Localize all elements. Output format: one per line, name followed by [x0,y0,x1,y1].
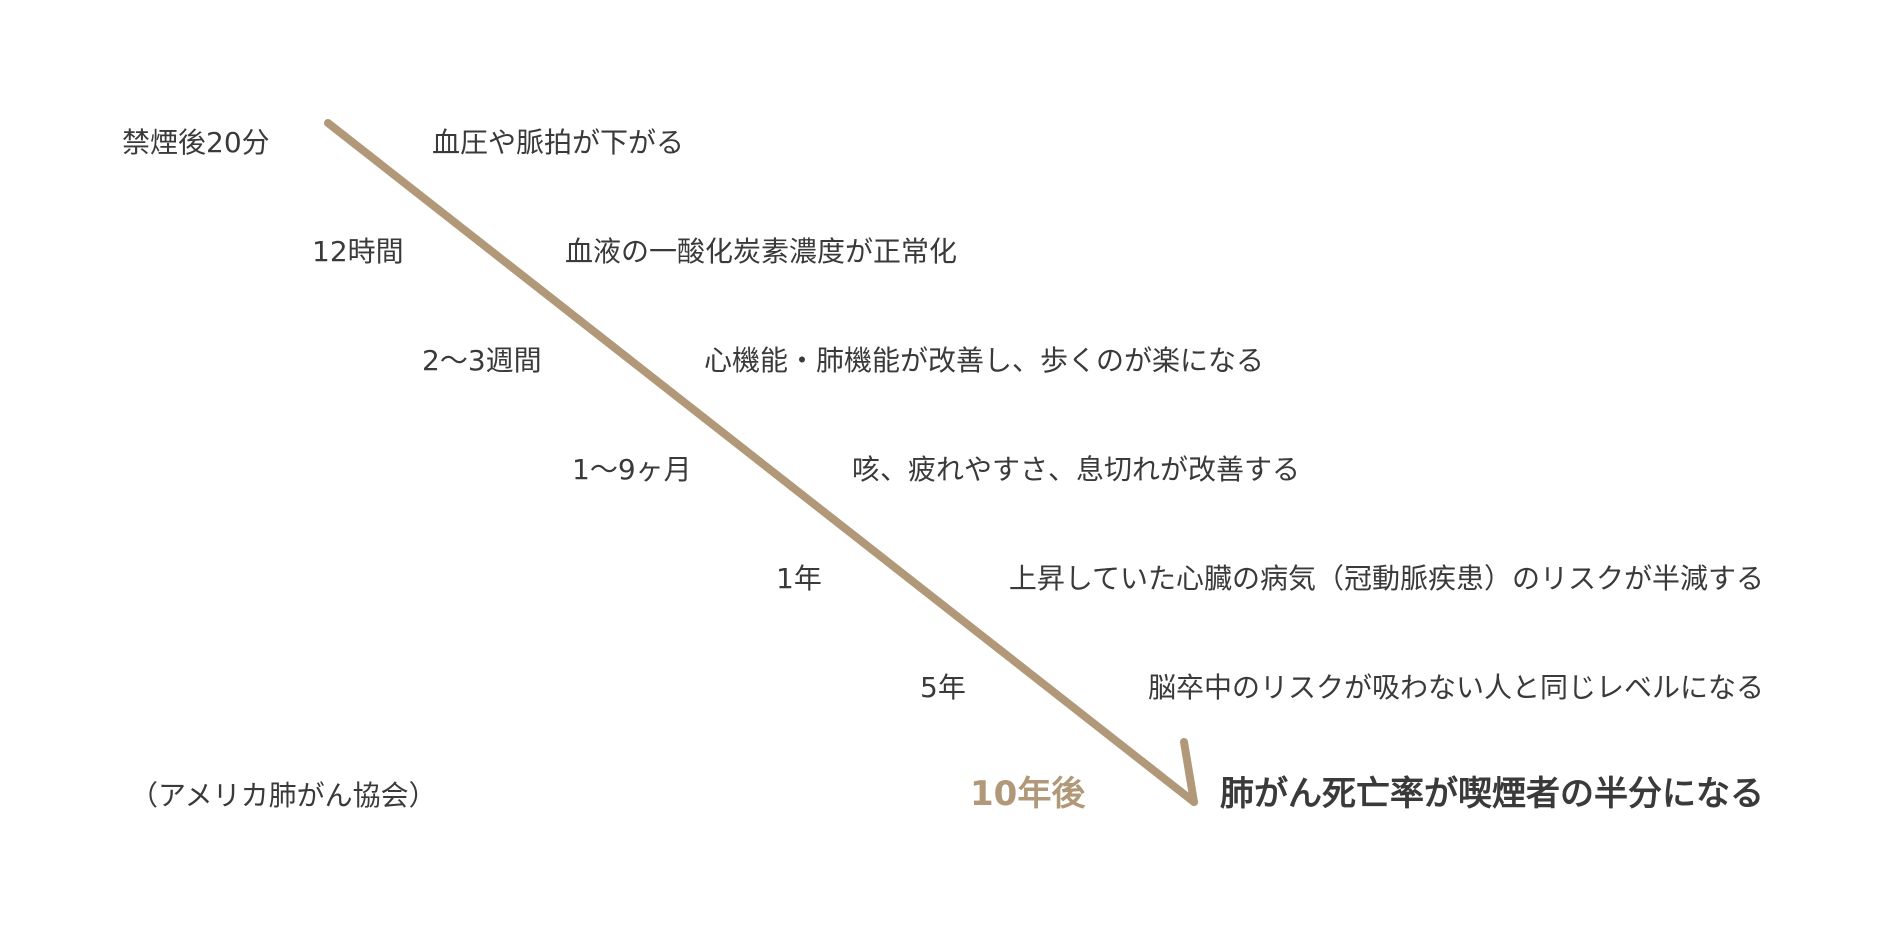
time-label-12h: 12時間 [312,235,404,268]
time-label-20min: 禁煙後20分 [122,126,270,159]
time-label-1-9months: 1〜9ヶ月 [572,453,692,486]
time-label-1year: 1年 [776,562,822,595]
effect-label-1year: 上昇していた心臓の病気（冠動脈疾患）のリスクが半減する [1008,562,1764,595]
effect-label-5years: 脳卒中のリスクが吸わない人と同じレベルになる [1147,671,1764,704]
effect-label-2-3weeks: 心機能・肺機能が改善し、歩くのが楽になる [704,344,1265,377]
source-note: （アメリカ肺がん協会） [130,779,437,812]
effect-label-12h: 血液の一酸化炭素濃度が正常化 [565,235,958,268]
timeline-arrow-shaft [324,119,1198,806]
effect-label-10years: 肺がん死亡率が喫煙者の半分になる [1220,774,1764,814]
effect-label-1-9months: 咳、疲れやすさ、息切れが改善する [852,453,1301,486]
effect-label-20min: 血圧や脈拍が下がる [432,126,685,159]
time-label-5years: 5年 [920,671,966,704]
time-label-10years: 10年後 [970,774,1086,814]
time-label-2-3weeks: 2〜3週間 [422,344,542,377]
timeline-arrow-head [1180,738,1198,806]
